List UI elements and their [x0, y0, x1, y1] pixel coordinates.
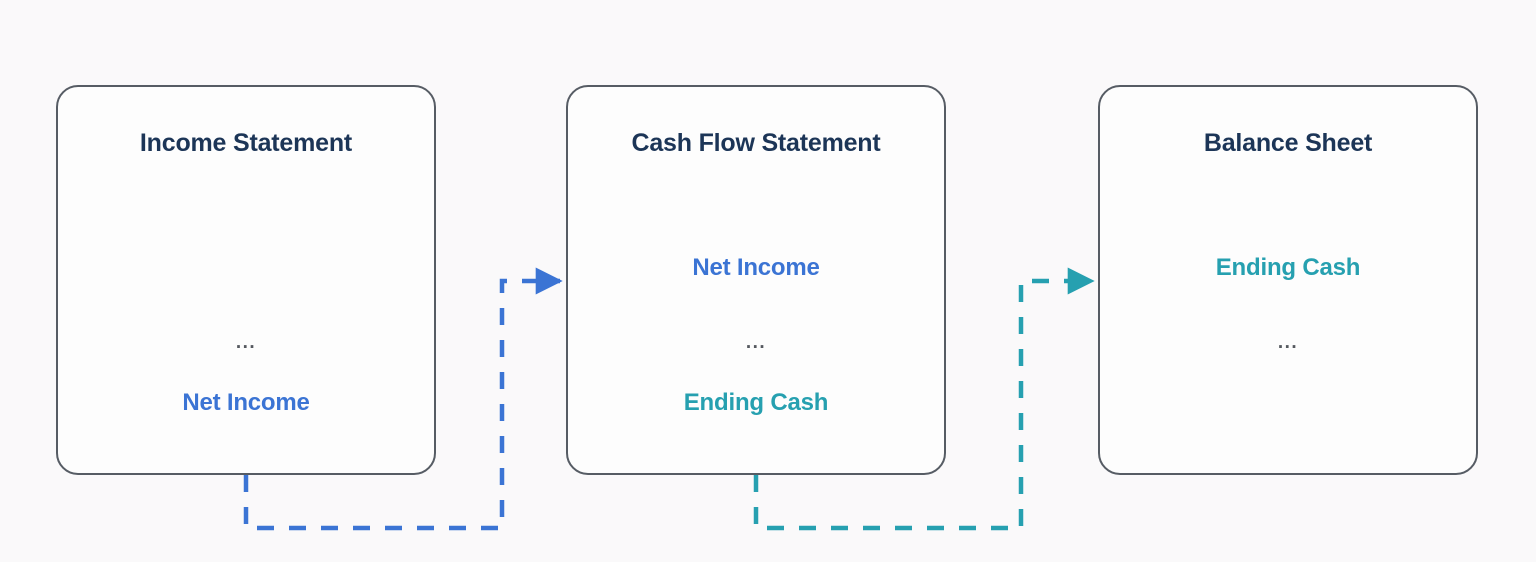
row-ellipsis: ...: [745, 332, 767, 353]
box-cash-flow-statement[interactable]: Cash Flow Statement Net Income ... Endin…: [566, 85, 946, 475]
box-balance-sheet[interactable]: Balance Sheet Ending Cash ...: [1098, 85, 1478, 475]
box-title-income-statement: Income Statement: [139, 129, 353, 157]
connector-ending-cash: [753, 267, 1095, 531]
box-rows-balance-sheet: Ending Cash ...: [1100, 158, 1476, 473]
row-ending-cash: Ending Cash: [1215, 254, 1361, 281]
box-rows-cash-flow-statement: Net Income ... Ending Cash: [568, 158, 944, 473]
box-rows-income-statement: ... Net Income: [58, 158, 434, 473]
box-title-balance-sheet: Balance Sheet: [1203, 129, 1373, 157]
row-net-income: Net Income: [692, 254, 820, 281]
row-net-income: Net Income: [182, 389, 310, 416]
box-title-cash-flow-statement: Cash Flow Statement: [631, 129, 881, 157]
box-income-statement[interactable]: Income Statement ... Net Income: [56, 85, 436, 475]
row-ending-cash: Ending Cash: [683, 389, 829, 416]
row-ellipsis: ...: [235, 332, 257, 353]
connector-net-income: [243, 267, 563, 531]
row-ellipsis: ...: [1277, 332, 1299, 353]
